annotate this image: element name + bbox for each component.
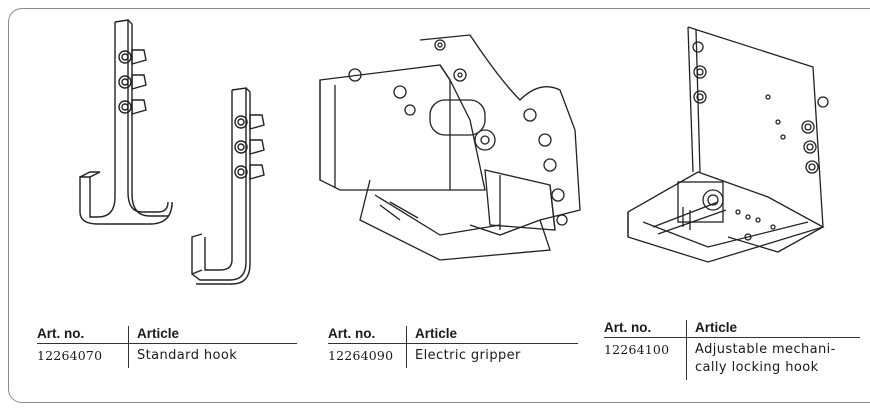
table-row: 12264090 Electric gripper xyxy=(328,343,578,368)
art-no-header: Art. no. xyxy=(604,320,687,338)
table-header: Art. no. Article xyxy=(37,326,297,344)
adjustable-locking-hook-drawing xyxy=(618,22,848,272)
article-header: Article xyxy=(128,326,297,344)
art-no-header: Art. no. xyxy=(37,326,129,344)
article-value: Adjustable mechani- cally locking hook xyxy=(686,337,860,380)
article-value-line-1: Adjustable mechani- xyxy=(695,342,836,357)
article-value: Standard hook xyxy=(128,343,297,368)
article-header: Article xyxy=(406,326,578,344)
article-header: Article xyxy=(686,320,860,338)
art-no-header: Art. no. xyxy=(328,326,407,344)
table-header: Art. no. Article xyxy=(604,320,860,338)
art-no-value: 12264090 xyxy=(328,348,394,363)
article-table-1: Art. no. Article 12264070 Standard hook xyxy=(37,326,297,368)
table-row: 12264070 Standard hook xyxy=(37,343,297,368)
article-table-2: Art. no. Article 12264090 Electric gripp… xyxy=(328,326,578,368)
art-no-value: 12264100 xyxy=(604,342,670,357)
article-table-3: Art. no. Article 12264100 Adjustable mec… xyxy=(604,320,860,380)
article-value-line-2: cally locking hook xyxy=(695,360,819,375)
article-value: Electric gripper xyxy=(406,343,578,368)
standard-hook-drawing xyxy=(60,12,290,287)
page-frame xyxy=(8,8,870,403)
art-no-value: 12264070 xyxy=(37,348,103,363)
table-row: 12264100 Adjustable mechani- cally locki… xyxy=(604,337,860,380)
electric-gripper-drawing xyxy=(300,20,600,270)
table-header: Art. no. Article xyxy=(328,326,578,344)
